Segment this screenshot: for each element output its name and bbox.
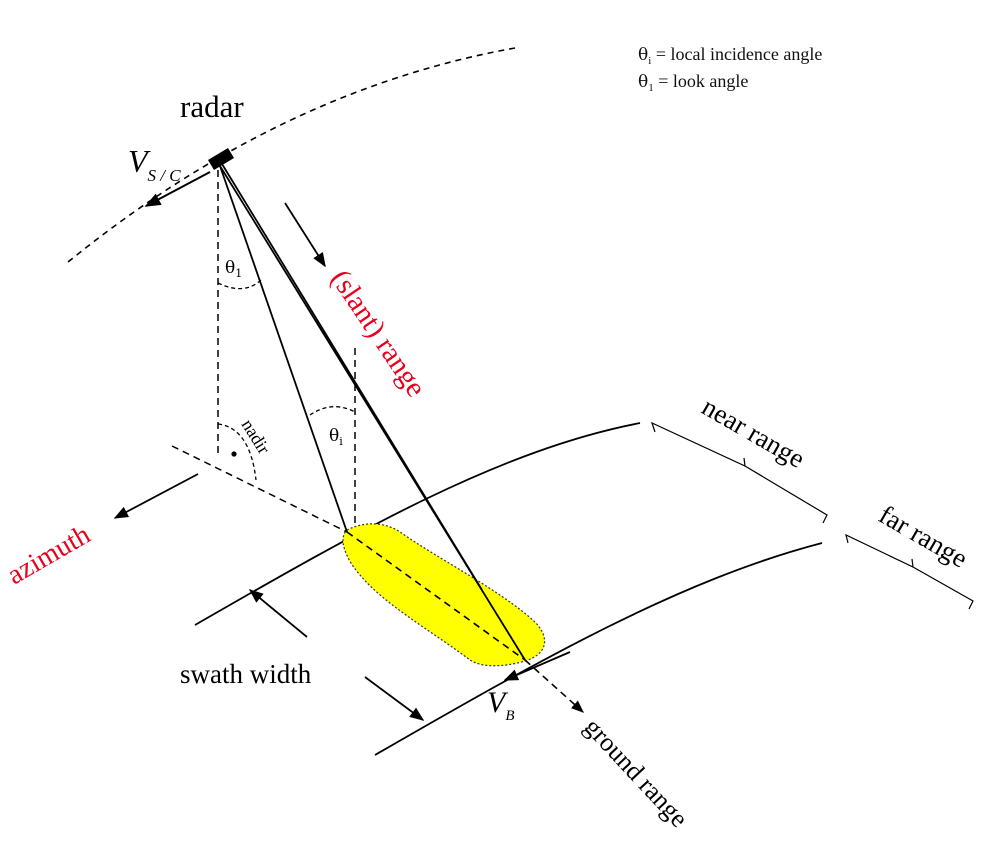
nadir-label: nadir [238, 416, 275, 458]
ground-velocity-sub: B [505, 708, 514, 724]
legend: θi = local incidence angle θ1 = look ang… [638, 42, 822, 96]
ground-range-arrow [524, 659, 584, 713]
azimuth-label: azimuth [2, 519, 96, 591]
ground-velocity-main: V [487, 686, 509, 719]
nadir-point [231, 451, 237, 457]
beam-far-ray-2 [221, 163, 483, 591]
nadir-right-angle-arc [217, 423, 257, 481]
spacecraft-velocity-arrow [144, 171, 211, 207]
spacecraft-velocity-sub: S / C [148, 166, 182, 185]
far-range-label: far range [874, 499, 973, 573]
slant-range-arrow [284, 202, 326, 268]
footprint-centerline [346, 531, 526, 661]
far-edge-curve [374, 542, 823, 756]
legend-item-incidence: θi = local incidence angle [638, 44, 823, 67]
spacecraft-velocity-main: V [128, 143, 151, 179]
ground-baseline [171, 445, 348, 533]
radar-satellite [208, 148, 234, 170]
look-angle-arc [217, 278, 263, 290]
slant-range-label: (slant) range [324, 264, 432, 403]
spacecraft-velocity-label: VS / C [128, 143, 181, 185]
legend-item-look-angle: θ1 = look angle [638, 71, 749, 94]
ground-velocity-label: VB [487, 686, 515, 724]
near-range-label: near range [697, 391, 810, 474]
look-angle-label: θ1 [225, 258, 242, 280]
incidence-angle-label: θi [329, 426, 343, 448]
ground-velocity-arrow [503, 651, 571, 681]
ground-range-label: ground range [579, 712, 694, 833]
radar-label: radar [180, 89, 244, 124]
swath-width-label: swath width [180, 659, 312, 689]
near-range-bracket [650, 421, 828, 524]
swath-arrow-top [248, 589, 308, 638]
swath-arrow-bottom [364, 676, 425, 721]
incidence-angle-arc [309, 406, 356, 416]
beam-near-ray [219, 165, 348, 533]
far-range-bracket [845, 533, 974, 610]
azimuth-arrow [113, 473, 199, 519]
